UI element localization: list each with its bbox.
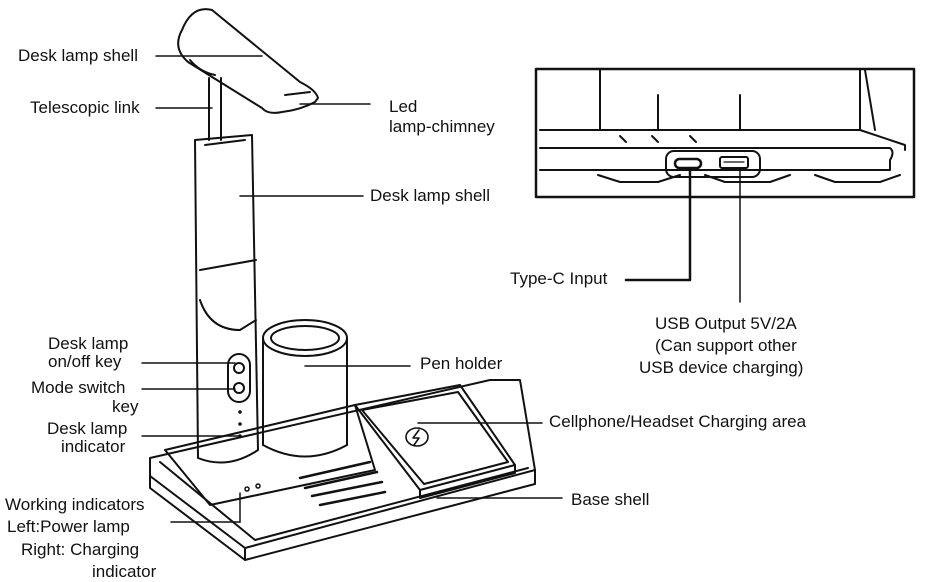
inset-leader-lines xyxy=(624,166,741,303)
label-typec-input: Type-C Input xyxy=(510,269,608,288)
label-onoff-key-2: on/off key xyxy=(48,352,122,371)
label-telescopic-link: Telescopic link xyxy=(30,98,140,117)
lamp-keys xyxy=(227,353,251,403)
lamp-indicator-dots xyxy=(238,410,242,438)
label-working-indicators-2: Left:Power lamp xyxy=(7,517,130,536)
label-working-indicators-1: Working indicators xyxy=(5,495,145,514)
wireless-charging-icon xyxy=(405,427,429,447)
label-lamp-indicator-1: Desk lamp xyxy=(47,419,128,438)
pen-holder xyxy=(262,319,348,458)
label-mode-switch-2: key xyxy=(112,397,139,416)
lamp-head xyxy=(177,8,319,114)
label-led-chimney-1: Led xyxy=(389,97,418,116)
label-usb-output-1: USB Output 5V/2A xyxy=(655,314,797,333)
label-onoff-key-1: Desk lamp xyxy=(48,334,129,353)
lamp-column xyxy=(194,134,259,464)
telescopic-link xyxy=(208,77,222,141)
label-base-shell: Base shell xyxy=(571,490,650,509)
label-working-indicators-4: indicator xyxy=(92,562,157,581)
working-indicator-dots xyxy=(244,483,261,492)
label-usb-output-3: USB device charging) xyxy=(639,358,804,377)
label-pen-holder: Pen holder xyxy=(420,354,503,373)
vent-slots xyxy=(298,460,387,507)
label-usb-output-2: (Can support other xyxy=(655,336,797,355)
label-charging-area: Cellphone/Headset Charging area xyxy=(549,412,807,431)
label-mode-switch-1: Mode switch xyxy=(31,378,126,397)
charging-pad xyxy=(354,384,516,499)
base-shell xyxy=(149,379,536,561)
inset-back-view xyxy=(534,67,916,199)
port-panel xyxy=(665,150,761,178)
label-working-indicators-3: Right: Charging xyxy=(21,540,140,559)
label-desk-lamp-shell-top: Desk lamp shell xyxy=(18,46,138,65)
leader-lines xyxy=(141,55,563,523)
base-platform xyxy=(164,404,376,506)
label-desk-lamp-shell-body: Desk lamp shell xyxy=(370,186,490,205)
label-lamp-indicator-2: indicator xyxy=(61,437,126,456)
label-led-chimney-2: lamp-chimney xyxy=(389,117,495,136)
